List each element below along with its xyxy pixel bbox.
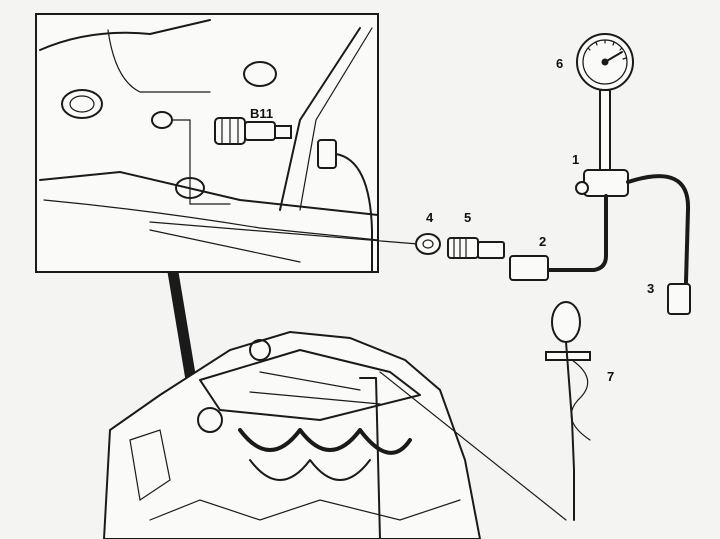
inset-bore-right <box>243 61 277 87</box>
inset-floor-line-2 <box>149 229 301 263</box>
adapter-hex-lines <box>453 237 467 259</box>
callout-1: 1 <box>572 152 579 167</box>
callout-4: 4 <box>426 210 434 225</box>
union-nut <box>509 255 549 281</box>
callout-6: 6 <box>556 56 563 71</box>
gauge-hub <box>601 58 609 66</box>
inset-leader-to-seal <box>149 221 419 245</box>
inset-connector <box>317 139 337 169</box>
adapter-thread <box>477 241 505 259</box>
dipstick-wire <box>570 359 591 441</box>
callout-5: 5 <box>464 210 471 225</box>
electrical-connector <box>667 283 691 315</box>
inset-bore-left <box>61 89 103 119</box>
hose-to-connector <box>626 174 691 284</box>
leader-engine-to-dipstick <box>379 371 567 521</box>
inset-pillar-edge-2 <box>299 27 373 211</box>
dipstick-handle <box>551 301 581 343</box>
engine-lower-detail <box>149 499 461 521</box>
callout-b11: B11 <box>250 106 273 121</box>
tee-valve-knob <box>575 181 589 195</box>
sensor-b11 <box>214 117 292 145</box>
dipstick-tube <box>359 377 381 539</box>
inset-plug-leader <box>171 119 231 205</box>
intake-runners <box>238 428 412 455</box>
inset-cable <box>335 153 373 273</box>
oil-dipstick <box>545 301 591 521</box>
dipstick-rod <box>565 341 575 521</box>
inset-lower-edge <box>39 171 379 216</box>
callout-7: 7 <box>607 369 614 384</box>
cylinder-head-cover <box>199 349 421 421</box>
gauge-stem <box>599 89 611 171</box>
engine-bracket <box>129 429 171 502</box>
inset-floor-line <box>43 199 379 241</box>
engine-sensor-port <box>197 407 223 433</box>
inset-upper-contour <box>39 19 211 51</box>
intake-runners-lower <box>249 459 371 481</box>
callout-2: 2 <box>539 234 546 249</box>
adapter-body <box>447 237 479 259</box>
tee-fitting <box>583 169 629 197</box>
inset-leader <box>167 271 197 381</box>
inset-pillar-edge <box>279 27 361 211</box>
test-line <box>546 194 608 272</box>
gauge-ticks <box>587 39 627 60</box>
pressure-gauge-assembly <box>509 33 691 315</box>
sealing-ring-hole <box>422 239 434 249</box>
sealing-ring <box>415 233 441 255</box>
inset-casting-line <box>107 29 211 93</box>
engine-pulley <box>249 339 271 361</box>
inset-bore-left-inner <box>69 95 95 113</box>
inset-detail-panel: B11 <box>35 13 419 381</box>
engine-outline <box>102 330 482 539</box>
adapter-parts <box>415 233 505 259</box>
callout-3: 3 <box>647 281 654 296</box>
head-cover-ribs <box>249 371 381 405</box>
engine-block <box>102 330 567 539</box>
